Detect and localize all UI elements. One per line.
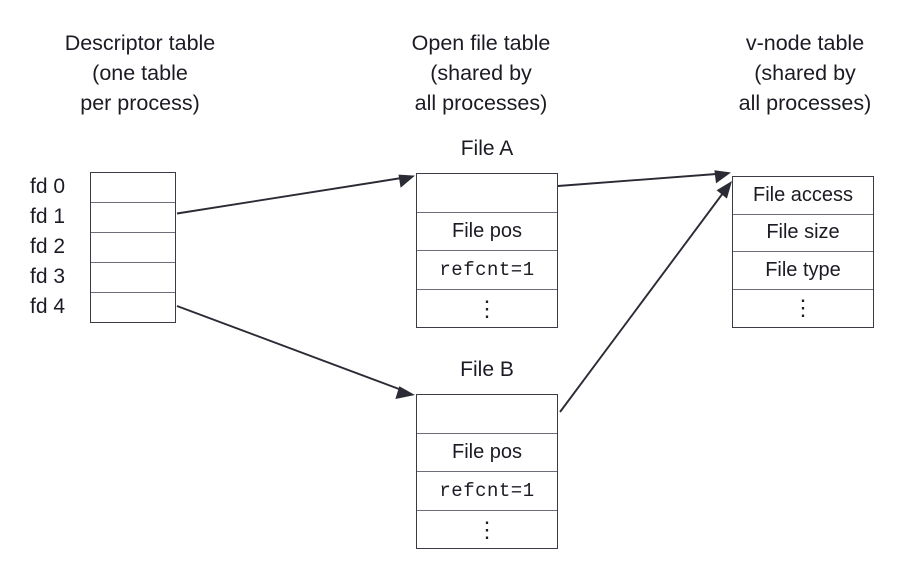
file-a-row-empty <box>417 174 557 213</box>
descriptor-row-fd1 <box>91 203 175 233</box>
heading-descriptor-table: Descriptor table (one table per process) <box>64 31 216 115</box>
vnode-row-ellipsis: ⋮ <box>792 295 814 321</box>
vnode-row-file-size: File size <box>733 215 873 252</box>
file-b-row-refcnt: refcnt=1 <box>417 472 557 511</box>
arrow-fd4-to-file-b <box>176 305 415 399</box>
descriptor-row-fd4 <box>91 293 175 323</box>
open-file-table-b: File pos refcnt=1 ⋮ <box>416 394 558 549</box>
arrow-file-b-to-vnode <box>559 181 732 413</box>
file-a-row-file-pos: File pos <box>417 213 557 251</box>
heading-open-file-table: Open file table (shared by all processes… <box>411 31 551 115</box>
vnode-table: File access File size File type ⋮ <box>732 176 874 328</box>
arrow-file-a-to-vnode <box>557 170 731 187</box>
caption-file-a: File A <box>460 137 514 160</box>
vnode-row-file-access: File access <box>733 177 873 215</box>
file-a-row-refcnt: refcnt=1 <box>417 251 557 290</box>
fd-label-2: fd 2 <box>30 235 66 258</box>
fd-label-0: fd 0 <box>30 175 66 198</box>
fd-label-1: fd 1 <box>30 205 66 228</box>
descriptor-row-fd0 <box>91 173 175 203</box>
arrow-fd1-to-file-a <box>176 174 415 215</box>
file-b-row-empty <box>417 395 557 434</box>
open-file-table-a: File pos refcnt=1 ⋮ <box>416 173 558 328</box>
fd-label-3: fd 3 <box>30 265 66 288</box>
caption-file-b: File B <box>460 358 514 381</box>
heading-vnode-table: v-node table (shared by all processes) <box>738 31 872 115</box>
fd-label-4: fd 4 <box>30 295 66 318</box>
vnode-row-file-type: File type <box>733 252 873 290</box>
file-b-row-ellipsis: ⋮ <box>476 516 498 542</box>
descriptor-row-fd2 <box>91 233 175 263</box>
descriptor-table <box>90 172 176 323</box>
file-b-row-file-pos: File pos <box>417 434 557 472</box>
descriptor-row-fd3 <box>91 263 175 293</box>
file-a-row-ellipsis: ⋮ <box>476 295 498 321</box>
